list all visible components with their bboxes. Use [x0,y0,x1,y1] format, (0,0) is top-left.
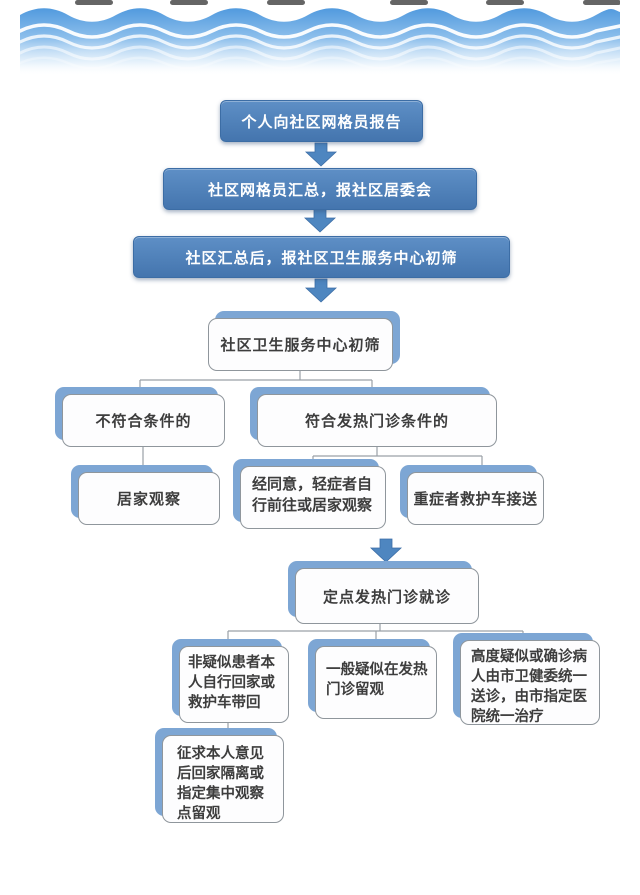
node-non-suspected-return: 非疑似患者本人自行回家或救护车带回 [179,646,289,723]
node-grid-worker-summary: 社区网格员汇总，报社区居委会 [163,168,477,210]
node-home-observation: 居家观察 [78,472,220,525]
wave-line-1 [20,23,620,39]
node-health-center-screening: 社区卫生服务中心初筛 [208,318,393,371]
node-not-qualified: 不符合条件的 [62,394,225,447]
wave-line-2 [20,34,620,50]
node-seek-opinion-quarantine: 征求本人意见后回家隔离或指定集中观察点留观 [162,735,284,823]
node-designated-fever-clinic: 定点发热门诊就诊 [295,568,479,624]
node-qualified-fever-clinic: 符合发热门诊条件的 [257,394,497,447]
node-report-to-grid-worker: 个人向社区网格员报告 [220,100,423,142]
down-arrow-2 [303,208,337,233]
node-high-suspected-confirmed: 高度疑似或确诊病人由市卫健委统一送诊，由市指定医院统一治疗 [460,640,600,725]
wave-top-dashes [75,0,620,5]
connector-qualified-split [312,447,483,467]
connector-feverclinic-split [227,624,524,641]
down-arrow-3 [304,278,338,303]
node-community-report-screening: 社区汇总后，报社区卫生服务中心初筛 [133,236,510,278]
down-arrow-1 [304,142,338,167]
down-arrow-4 [369,538,403,563]
wave-banner [20,0,620,76]
node-severe-cases-ambulance: 重症者救护车接送 [407,472,544,525]
wave-line-4 [20,56,620,70]
connector-screening-branches [139,371,373,390]
node-mild-cases: 经同意，轻症者自行前往或居家观察 [240,466,386,529]
node-general-suspected-observe: 一般疑似在发热门诊留观 [315,646,437,719]
wave-line-3 [20,45,620,61]
